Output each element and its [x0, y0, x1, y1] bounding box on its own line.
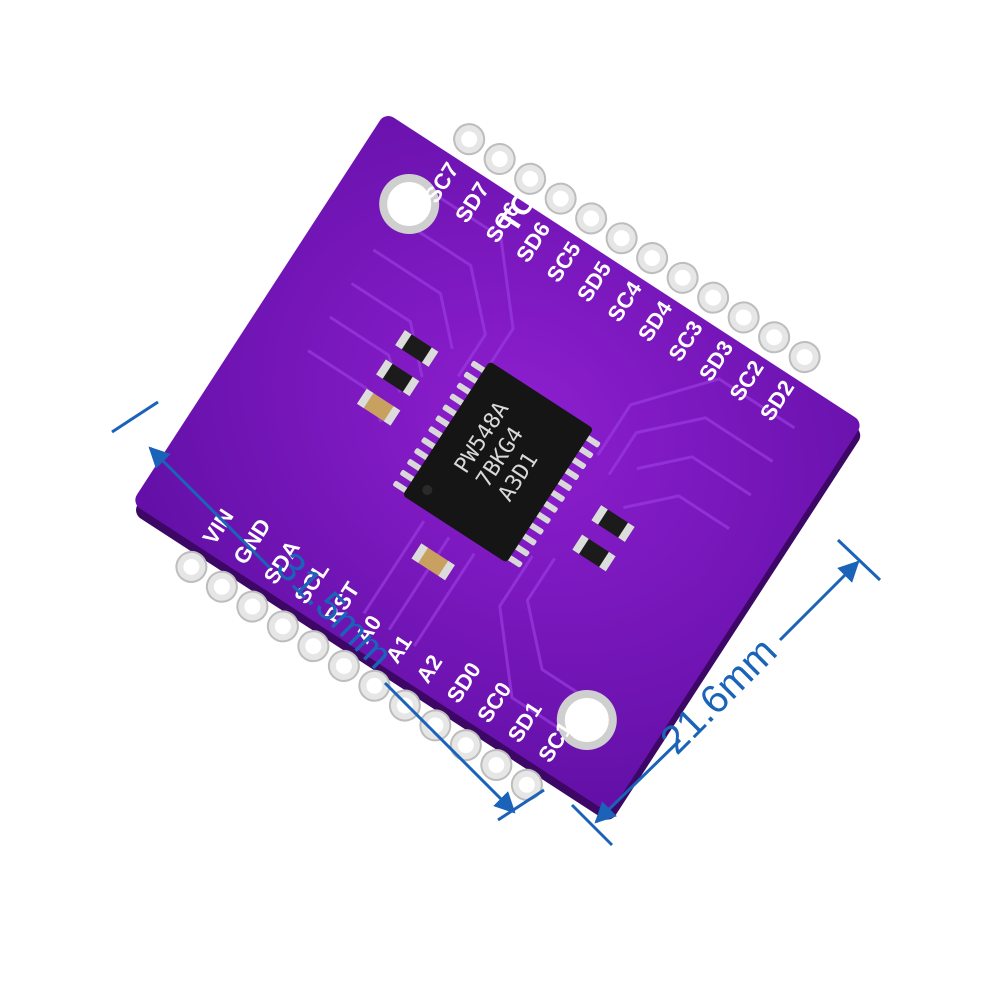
chip-pin	[400, 470, 416, 483]
chip-pin	[514, 544, 530, 557]
pin-pad-sc3[interactable]	[692, 277, 733, 318]
pin-pad-sd6[interactable]	[540, 178, 581, 219]
pin-pad-sc1[interactable]	[506, 764, 547, 805]
tca9548a-chip: PW548A 7BKG4 A3D1	[393, 360, 601, 568]
chip-pin	[549, 489, 565, 502]
pin-pad-a2[interactable]	[384, 685, 425, 726]
pin-pad-sc0[interactable]	[445, 724, 486, 765]
chip-pin	[556, 478, 572, 491]
pin-pad-a0[interactable]	[323, 645, 364, 686]
pin-pad-a1[interactable]	[354, 665, 395, 706]
pcb-traces	[307, 181, 796, 748]
chip-pin	[421, 437, 437, 450]
pin-pad-sd5[interactable]	[601, 217, 642, 258]
chip-pin	[456, 382, 472, 396]
chip-pin	[442, 404, 458, 417]
pin-pad-sd3[interactable]	[723, 297, 764, 338]
chip-pin	[393, 480, 409, 494]
pin-pad-sc4[interactable]	[631, 237, 672, 278]
chip-pin	[585, 435, 601, 448]
chip-pin	[414, 448, 430, 461]
chip-pin	[435, 415, 451, 428]
mounting-hole-bottom	[556, 689, 617, 750]
pin-pad-sc6[interactable]	[509, 158, 550, 199]
pin-pad-sc5[interactable]	[570, 198, 611, 239]
pin-pad-sd1[interactable]	[476, 744, 517, 785]
pin-pad-rst[interactable]	[293, 625, 334, 666]
chip-pin	[521, 533, 537, 546]
chip-pin	[570, 456, 587, 470]
chip-pin	[428, 426, 444, 439]
chip-pin	[563, 467, 579, 480]
chip-pin	[542, 500, 558, 513]
pin-pad-sd7[interactable]	[479, 138, 520, 179]
smd-components	[356, 329, 635, 581]
pin-pad-sda[interactable]	[232, 586, 273, 627]
mounting-hole-top	[379, 174, 440, 235]
pcb-board: PW548A 7BKG4 A3D1 TCA9548A VINGNDSDASCLR…	[135, 94, 861, 820]
pin-pad-sc7[interactable]	[448, 118, 489, 159]
chip-pin	[528, 522, 544, 535]
pin-pad-sc2[interactable]	[753, 317, 794, 358]
pin-pad-scl[interactable]	[262, 606, 303, 647]
chip-pin	[535, 511, 551, 524]
chip-pin	[507, 554, 523, 568]
chip-pin	[449, 393, 465, 406]
pin-pad-vin[interactable]	[171, 546, 212, 587]
pin-pad-sd4[interactable]	[662, 257, 703, 298]
pin-pad-gnd[interactable]	[201, 566, 242, 607]
chip-pin	[577, 445, 594, 459]
pin-pad-sd2[interactable]	[784, 336, 825, 377]
chip-pin	[463, 371, 480, 385]
chip-pin	[470, 360, 487, 374]
chip-pin	[407, 459, 423, 472]
